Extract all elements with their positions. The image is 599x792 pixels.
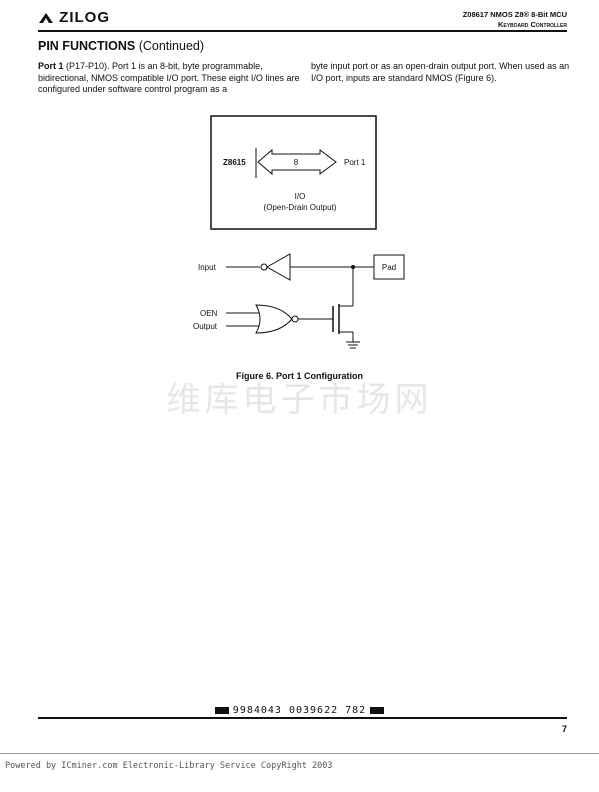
oen-label: OEN — [200, 309, 218, 318]
input-label: Input — [198, 263, 217, 272]
header-subtitle: Keyboard Controller — [497, 20, 567, 29]
header-rule — [38, 30, 567, 32]
section-title-main: PIN FUNCTIONS — [38, 39, 136, 53]
ground-icon — [346, 341, 360, 349]
logo-text: ZILOG — [59, 9, 110, 26]
pad-box — [373, 254, 405, 280]
barcode: 9984043 0039622 782 — [0, 705, 599, 716]
zilog-logo: ZILOG — [38, 9, 110, 26]
z8615-label: Z8615 — [223, 158, 246, 167]
body-column-left: Port 1 (P17-P10). Port 1 is an 8-bit, by… — [38, 61, 300, 96]
bottom-rule — [0, 753, 599, 754]
barcode-block-right — [370, 706, 385, 714]
port-1-diagram: Z8615 8 Port 1 I/O (Open-Drain Output) I… — [193, 115, 405, 349]
port-1-label: Port 1 — [38, 61, 64, 71]
powered-by-text: Powered by ICminer.com Electronic-Librar… — [5, 761, 333, 771]
footer-rule — [38, 717, 567, 719]
input-buffer-icon — [265, 253, 291, 281]
header-part: Z08617 NMOS Z8® 8-Bit MCU — [462, 10, 567, 19]
barcode-text: 9984043 0039622 782 — [232, 705, 367, 716]
watermark: 维库电子市场网 — [166, 380, 433, 420]
col1-text: (P17-P10). Port 1 is an 8-bit, byte prog… — [38, 61, 300, 94]
port-1-block-label: Port 1 — [344, 158, 366, 167]
figure-caption: Figure 6. Port 1 Configuration — [235, 371, 363, 381]
pad-label: Pad — [382, 263, 396, 272]
barcode-block-left — [214, 706, 229, 714]
zilog-logo-icon — [39, 13, 53, 24]
nor-gate-icon — [255, 304, 293, 334]
section-title: PIN FUNCTIONS (Continued) — [38, 39, 204, 53]
bus-arrow-icon — [257, 148, 337, 176]
bus-width-label: 8 — [294, 158, 299, 167]
header-part-info: Z08617 NMOS Z8® 8-Bit MCU Keyboard Contr… — [463, 10, 567, 30]
page-number: 7 — [561, 724, 567, 734]
io-label: I/O — [295, 192, 306, 201]
nor-bubble-icon — [291, 315, 299, 323]
output-label: Output — [193, 322, 218, 331]
body-column-right: byte input port or as an open-drain outp… — [311, 61, 570, 83]
io-sub-label: (Open-Drain Output) — [264, 203, 337, 212]
z8615-block — [210, 115, 377, 230]
section-title-suffix: (Continued) — [138, 39, 205, 53]
